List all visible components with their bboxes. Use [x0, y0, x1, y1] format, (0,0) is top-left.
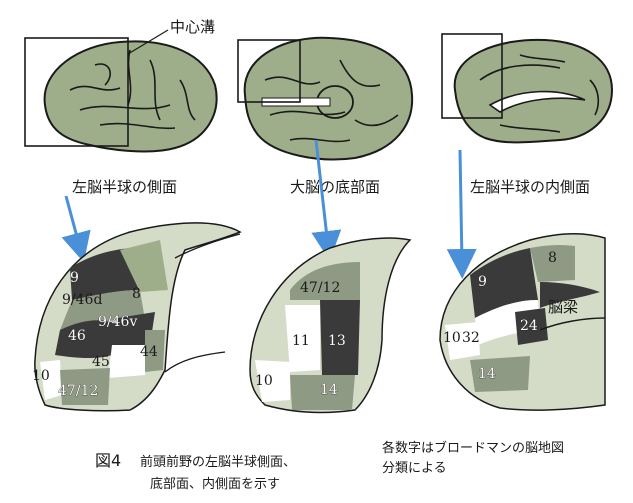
medial-brain: [441, 33, 614, 144]
area-label: 14: [320, 382, 338, 398]
area-label: 13: [328, 333, 346, 349]
basal-enlarged: 47/12 11 13 10 14: [249, 237, 412, 414]
area-label: 46: [68, 328, 86, 344]
selection-box: [24, 37, 129, 147]
lateral-view-label: 左脳半球の側面: [72, 178, 177, 196]
area-label: 47/12: [300, 280, 340, 296]
area-label: 11: [292, 333, 310, 349]
lateral-arrow: [61, 195, 91, 263]
medial-enlarged: 9 8 10 32 24 14 脳梁: [439, 232, 606, 411]
area-label: 8: [548, 250, 557, 266]
medial-view-label: 左脳半球の内側面: [470, 178, 590, 196]
area-label: 9/46v: [98, 314, 137, 330]
area-label: 10: [255, 373, 273, 389]
lateral-brain: [24, 37, 218, 153]
area-label: 9/46d: [62, 292, 102, 308]
basal-view-label: 大脳の底部面: [290, 178, 380, 196]
area-label: 44: [140, 344, 158, 360]
lateral-enlarged: 9 9/46d 8 46 9/46v 45 44 10 47/12: [32, 222, 242, 412]
area-label: 14: [478, 366, 496, 382]
selection-box: [441, 33, 503, 119]
area-label: 10: [32, 368, 50, 384]
caption-line-2: 底部面、内側面を示す: [150, 476, 280, 492]
area-label: 32: [462, 330, 480, 346]
area-label: 24: [520, 318, 538, 334]
area-label: 8: [132, 286, 141, 302]
central-sulcus-label: 中心溝: [170, 18, 215, 36]
note-line-2: 分類による: [382, 461, 447, 476]
area-label: 10: [443, 330, 461, 346]
selection-box: [237, 39, 301, 103]
note-line-1: 各数字はブロードマンの脳地図: [382, 440, 564, 456]
basal-brain: [237, 36, 414, 161]
pointer-line: [127, 29, 169, 55]
area-label: 47/12: [58, 383, 98, 399]
corpus-callosum-label: 脳梁: [548, 298, 578, 316]
area-label: 45: [92, 354, 110, 370]
area-label: 9: [478, 274, 487, 290]
area-label: 9: [70, 270, 79, 286]
medial-arrow: [446, 149, 477, 279]
caption-line-1: 前頭前野の左脳半球側面、: [140, 454, 296, 470]
figure-number: 図4: [95, 451, 121, 470]
basal-arrow: [311, 139, 342, 261]
